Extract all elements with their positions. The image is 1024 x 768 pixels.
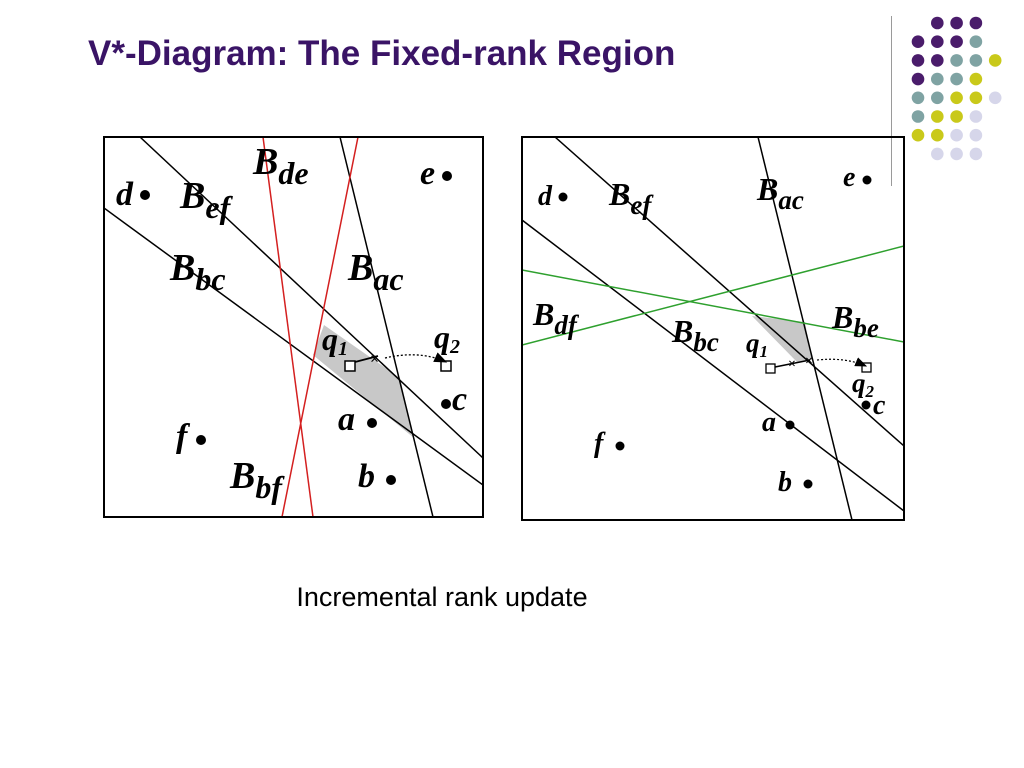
cross-mark: ×	[370, 351, 379, 368]
point-c	[861, 400, 871, 410]
dotted-arrow	[384, 352, 448, 363]
query-marker-q2	[440, 360, 452, 372]
right-panel-frame	[521, 136, 905, 521]
query-marker-q1	[765, 363, 776, 374]
decorative-dot	[911, 72, 925, 86]
decorative-dot	[931, 128, 944, 142]
bisector-line-ac	[339, 137, 434, 517]
decorative-dot	[911, 128, 925, 142]
decorative-dot	[950, 72, 963, 86]
decorative-dot	[911, 110, 925, 123]
bisector-line-bf	[281, 137, 359, 517]
title-divider	[891, 16, 892, 186]
fixed-rank-region	[313, 325, 414, 438]
point-b	[803, 479, 813, 489]
label-c: c	[452, 381, 467, 418]
label-B-de: Bde	[252, 141, 309, 191]
decorative-dot	[950, 128, 963, 142]
label-q1: q1	[322, 321, 348, 360]
decorative-dot	[950, 16, 963, 30]
point-c	[441, 399, 451, 409]
decorative-dot	[969, 72, 983, 86]
decorative-dot	[950, 35, 963, 48]
point-a	[785, 420, 795, 430]
label-a: a	[762, 407, 776, 438]
decorative-dot	[931, 35, 944, 48]
decorative-dot	[969, 35, 983, 48]
decorative-dot	[950, 110, 963, 123]
label-q1: q1	[746, 328, 768, 361]
label-B-ef: Bef	[608, 176, 654, 220]
cross-mark: ×	[788, 357, 796, 372]
left-panel: × d e c a b f Bde Bef Bbc Bac Bbf	[103, 136, 484, 518]
point-e	[862, 175, 872, 185]
label-q2: q2	[434, 319, 460, 358]
decorative-dot	[931, 54, 944, 67]
decorative-dot	[969, 147, 983, 161]
decorative-dot	[950, 91, 963, 105]
vstar-diagram: × d e c a b f Bde Bef Bbc Bac Bbf	[103, 136, 905, 521]
decorative-dot	[969, 91, 983, 105]
label-f: f	[176, 418, 191, 455]
decorative-dot	[988, 54, 1002, 67]
decorative-dot	[931, 72, 944, 86]
decorative-dot	[911, 54, 925, 67]
decorative-dot	[911, 91, 925, 105]
decorative-dot	[950, 54, 963, 67]
decorative-dot	[931, 147, 944, 161]
bisector-line-bc	[522, 219, 904, 512]
label-b: b	[358, 458, 375, 495]
q1-segment	[354, 355, 379, 363]
point-d	[140, 190, 150, 200]
bisector-line-ac	[757, 137, 853, 520]
point-e	[442, 171, 452, 181]
decorative-dot	[931, 16, 944, 30]
label-d: d	[538, 181, 553, 212]
decorative-dot	[969, 54, 983, 67]
decorative-dot	[950, 147, 963, 161]
point-f	[196, 435, 206, 445]
point-f	[615, 441, 625, 451]
decorative-dot	[911, 35, 925, 48]
left-panel-frame	[103, 136, 484, 518]
bisector-line-de	[262, 137, 314, 517]
right-panel: × × d e c a b f Bef Bac Bdf Bbc Bbe	[521, 136, 905, 521]
query-marker-q1	[344, 360, 356, 372]
label-B-bc: Bbc	[169, 247, 226, 297]
label-e: e	[843, 162, 855, 193]
cross-mark: ×	[805, 354, 813, 369]
label-a: a	[338, 401, 355, 438]
decorative-dot	[969, 16, 983, 30]
decorative-dot	[931, 91, 944, 105]
label-f: f	[594, 428, 606, 459]
bisector-line-ef	[139, 137, 483, 459]
bisector-line-df	[522, 269, 904, 343]
decorative-dot-grid	[911, 16, 1002, 161]
label-B-bf: Bbf	[229, 455, 285, 505]
point-b	[386, 475, 396, 485]
label-B-ac: Bac	[756, 171, 804, 215]
label-e: e	[420, 155, 435, 192]
slide-title: V*-Diagram: The Fixed-rank Region	[88, 34, 676, 73]
label-c: c	[873, 390, 886, 421]
label-B-be: Bbe	[831, 299, 879, 343]
label-B-bc: Bbc	[671, 313, 719, 357]
decorative-dot	[969, 128, 983, 142]
slide-caption: Incremental rank update	[296, 582, 588, 612]
dotted-arrow	[816, 357, 868, 367]
label-B-ac: Bac	[347, 247, 404, 297]
bisector-line-bc	[104, 207, 483, 486]
point-a	[367, 418, 377, 428]
label-B-df: Bdf	[532, 296, 580, 340]
decorative-dot	[969, 110, 983, 123]
decorative-dot	[988, 91, 1002, 105]
label-q2: q2	[852, 368, 875, 401]
label-d: d	[116, 176, 134, 213]
decorative-dot	[931, 110, 944, 123]
bisector-line-be	[522, 245, 904, 346]
label-b: b	[778, 467, 792, 498]
label-B-ef: Bef	[179, 175, 234, 225]
point-d	[558, 192, 568, 202]
q1-segment	[774, 359, 811, 368]
